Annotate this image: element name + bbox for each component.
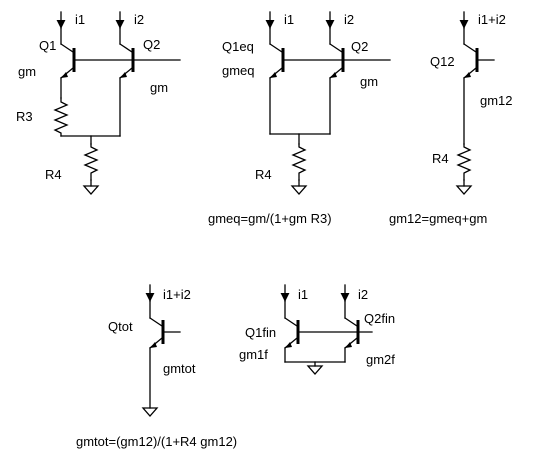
label-i1: i1 bbox=[298, 287, 308, 302]
circuit-b: i1 i2 Q1eq Q2 gmeq gm R4 gmeq=gm/(1+gm bbox=[208, 11, 391, 226]
label-i2: i2 bbox=[358, 287, 368, 302]
label-q2: Q2 bbox=[143, 37, 160, 52]
label-i2: i2 bbox=[344, 12, 354, 27]
formula-gmtot: gmtot=(gm12)/(1+R4 gm12) bbox=[76, 434, 237, 449]
circuit-e: i1 i2 Q1fin Q2fin gm1f gm2f bbox=[239, 284, 395, 375]
label-qtot: Qtot bbox=[108, 319, 133, 334]
label-i1: i1 bbox=[75, 12, 85, 27]
label-r3: R3 bbox=[16, 109, 33, 124]
transistor-q1eq bbox=[269, 27, 285, 79]
label-gm12: gm12 bbox=[480, 93, 513, 108]
transistor-qtot bbox=[149, 300, 181, 349]
label-gm2f: gm2f bbox=[366, 352, 395, 367]
label-gm-q2: gm bbox=[150, 80, 168, 95]
resistor-r4 bbox=[456, 143, 472, 181]
label-i2: i2 bbox=[134, 12, 144, 27]
circuit-c: i1+i2 Q12 gm12 R4 gm12=gmeq+gm bbox=[389, 11, 513, 226]
label-q1fin: Q1fin bbox=[245, 325, 276, 340]
resistor-r3 bbox=[53, 97, 69, 137]
label-gmeq: gmeq bbox=[222, 63, 255, 78]
label-r4: R4 bbox=[45, 167, 62, 182]
resistor-r4 bbox=[291, 143, 307, 181]
transistor-q2 bbox=[329, 27, 345, 79]
formula-gm12: gm12=gmeq+gm bbox=[389, 211, 487, 226]
label-q2fin: Q2fin bbox=[364, 311, 395, 326]
circuit-d: i1+i2 Qtot gmtot gmtot=(gm12)/(1+R4 gm12… bbox=[76, 284, 237, 449]
transistor-q2fin bbox=[344, 300, 360, 349]
resistor-r4 bbox=[83, 143, 99, 181]
label-gmtot: gmtot bbox=[163, 361, 196, 376]
ground-symbol bbox=[82, 185, 100, 195]
label-i1: i1 bbox=[284, 12, 294, 27]
ground-symbol bbox=[141, 407, 159, 417]
label-current: i1+i2 bbox=[163, 287, 191, 302]
label-q2: Q2 bbox=[351, 39, 368, 54]
ground-symbol bbox=[290, 185, 308, 195]
formula-gmeq: gmeq=gm/(1+gm R3) bbox=[208, 211, 332, 226]
label-q1: Q1 bbox=[39, 38, 56, 53]
transistor-q1fin bbox=[284, 300, 300, 349]
transistor-q1 bbox=[60, 27, 76, 99]
transistor-q2 bbox=[119, 27, 135, 79]
circuit-a: i1 i2 Q1 Q2 gm bbox=[16, 11, 181, 195]
label-gm1f: gm1f bbox=[239, 347, 268, 362]
ground-symbol bbox=[306, 365, 324, 375]
ground-symbol bbox=[455, 185, 473, 195]
label-q1eq: Q1eq bbox=[222, 39, 254, 54]
label-gm-q1: gm bbox=[18, 64, 36, 79]
label-gm: gm bbox=[360, 74, 378, 89]
label-current: i1+i2 bbox=[478, 12, 506, 27]
transistor-q12 bbox=[463, 27, 495, 79]
label-r4: R4 bbox=[432, 151, 449, 166]
label-q12: Q12 bbox=[430, 54, 455, 69]
label-r4: R4 bbox=[255, 167, 272, 182]
